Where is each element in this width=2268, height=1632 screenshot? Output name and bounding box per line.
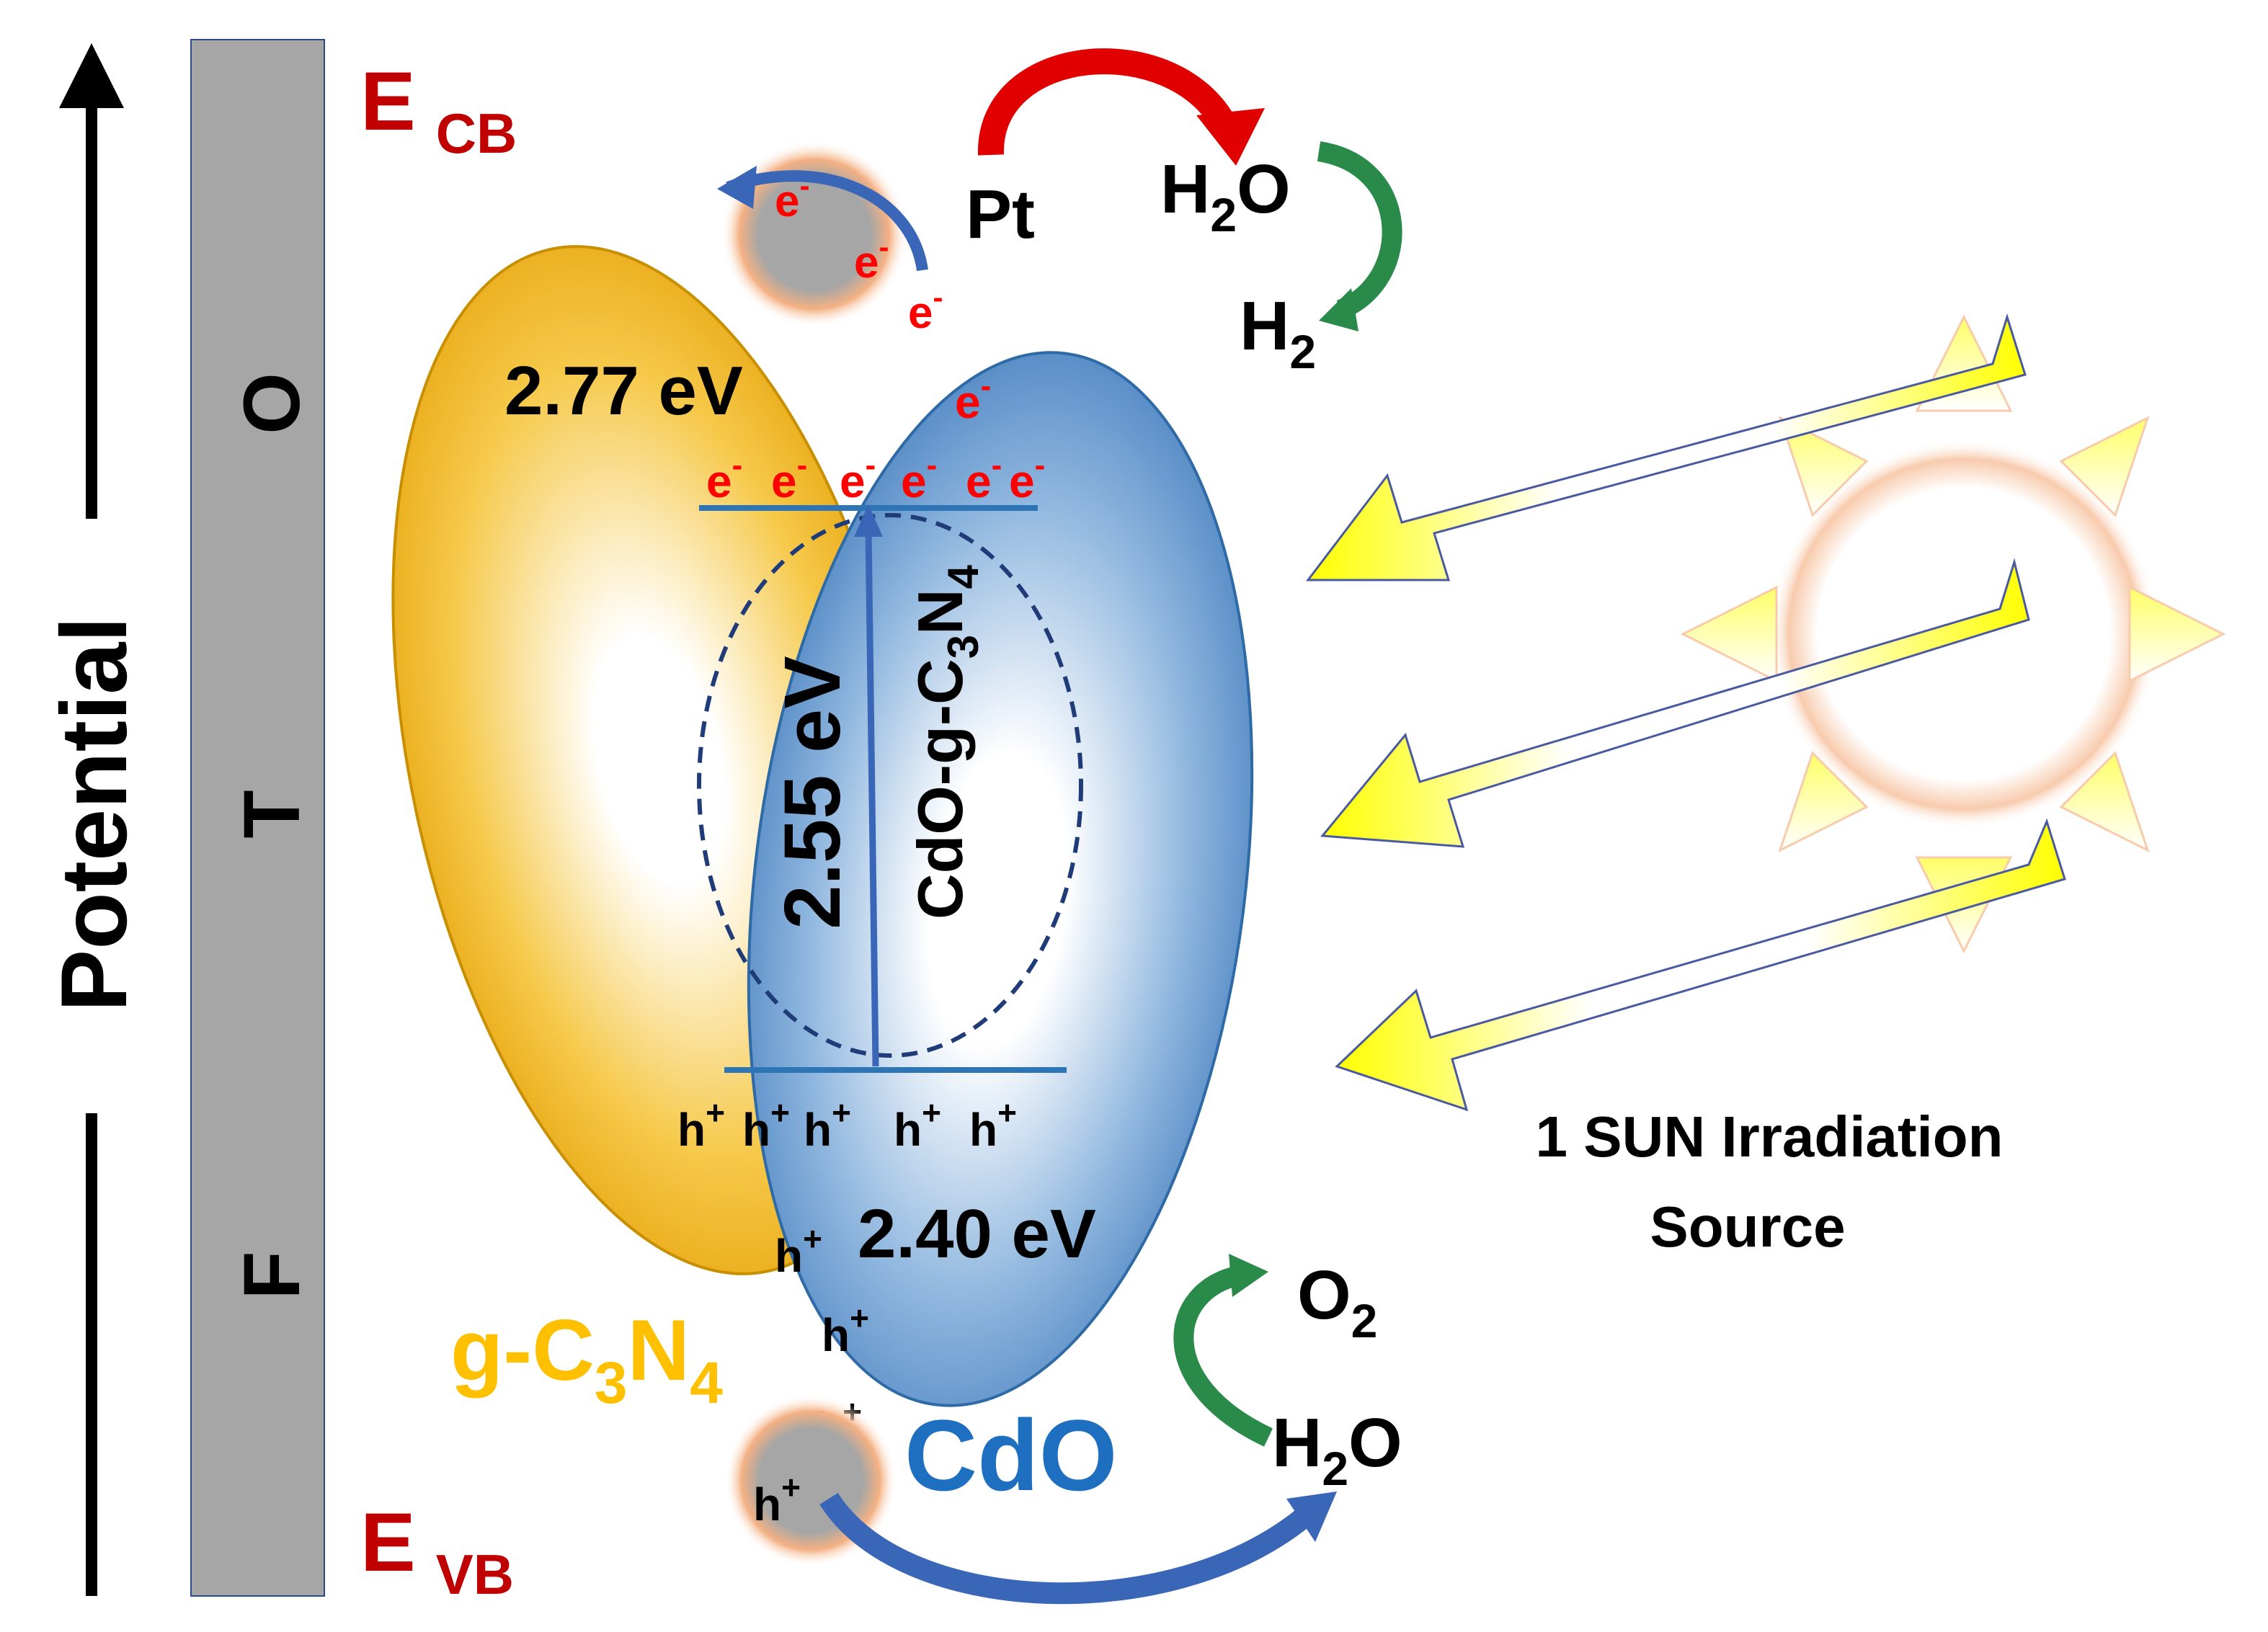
cdo-label: CdO bbox=[904, 1399, 1118, 1512]
hydrogen-label: H2 bbox=[1240, 287, 1316, 378]
hole: h+ bbox=[822, 1299, 869, 1361]
green-arrow-h2o-to-h2-icon bbox=[1317, 141, 1402, 319]
potential-axis-arrowhead-icon bbox=[59, 43, 124, 108]
green-arrow-h2o-to-o2-icon bbox=[1173, 1265, 1273, 1447]
fto-letter-t: T bbox=[228, 790, 316, 838]
red-arrowhead-icon bbox=[1196, 108, 1265, 166]
gc3n4-bandgap: 2.77 eV bbox=[504, 352, 743, 429]
hole: h+ bbox=[804, 1094, 851, 1156]
fto-bar bbox=[190, 39, 325, 1597]
electron: e- bbox=[966, 447, 1002, 507]
green-arrowhead-o2-icon bbox=[1229, 1254, 1268, 1297]
potential-axis-label: Potential bbox=[41, 617, 146, 1012]
composite-label-p1: CdO-g-C bbox=[904, 659, 976, 919]
electron-transfer-arrowhead-icon bbox=[717, 166, 757, 209]
gc3n4-label-s1: 3 bbox=[595, 1350, 628, 1416]
ecb-sub: CB bbox=[436, 102, 517, 165]
blue-oxidation-arrow-icon bbox=[819, 1492, 1312, 1605]
hole: h+ bbox=[969, 1094, 1017, 1156]
electron: e- bbox=[775, 169, 809, 226]
light-beam-arrow-icon bbox=[1335, 818, 2066, 1112]
composite-label-p2: N bbox=[904, 589, 976, 635]
oxygen-label: O2 bbox=[1297, 1257, 1377, 1347]
composite-bandgap: 2.55 eV bbox=[768, 656, 857, 929]
electron: e- bbox=[840, 447, 876, 507]
ecb-main: E bbox=[360, 55, 416, 148]
cdo-ellipse bbox=[747, 351, 1254, 1407]
pt-particle: e- e- e- Pt bbox=[717, 141, 1035, 338]
light-source-line2: Source bbox=[1650, 1195, 1845, 1259]
potential-axis: Potential bbox=[41, 43, 146, 1596]
composite-label-s1: 3 bbox=[939, 635, 987, 659]
evb-label: E VB bbox=[360, 1497, 514, 1606]
excitation-arrowhead-icon bbox=[854, 504, 883, 537]
light-beam-arrow-icon bbox=[1320, 558, 2030, 848]
composite-label: CdO-g-C3N4 bbox=[904, 564, 987, 919]
light-source-line1: 1 SUN Irradiation bbox=[1535, 1105, 2003, 1169]
evb-main: E bbox=[360, 1497, 416, 1589]
hole: h+ bbox=[742, 1094, 790, 1156]
electron: e- bbox=[854, 230, 889, 287]
composite-label-s2: 4 bbox=[939, 564, 987, 589]
cdo-bandgap: 2.40 eV bbox=[858, 1195, 1096, 1272]
water-top-label: H2O bbox=[1160, 151, 1291, 241]
hole: h+ bbox=[894, 1094, 941, 1156]
electron: e- bbox=[901, 447, 937, 507]
composite-dashed-ellipse bbox=[697, 513, 1083, 1058]
green-arrowhead-h2-icon bbox=[1319, 288, 1358, 331]
fto-substrate: F T O bbox=[190, 39, 325, 1597]
electron: e- bbox=[1009, 447, 1045, 507]
electron: e- bbox=[955, 368, 991, 428]
light-beams bbox=[1305, 313, 2066, 1112]
red-curved-arrow-icon bbox=[977, 48, 1237, 156]
ecb-label: E CB bbox=[360, 55, 517, 165]
gc3n4-label-s2: 4 bbox=[690, 1350, 723, 1416]
evb-sub: VB bbox=[436, 1543, 514, 1606]
cb-electrons: e- e- e- e- e- e- e- bbox=[706, 368, 1045, 507]
gc3n4-label-p1: g-C bbox=[450, 1302, 595, 1399]
electron: e- bbox=[771, 447, 807, 507]
hole: h+ bbox=[753, 1468, 801, 1530]
gc3n4-label: g-C3N4 bbox=[450, 1302, 723, 1416]
fto-letter-o: O bbox=[228, 373, 316, 434]
light-beam-arrow-icon bbox=[1305, 313, 2027, 581]
electron: e- bbox=[706, 447, 742, 507]
fto-letter-f: F bbox=[228, 1251, 316, 1299]
hole: h+ bbox=[775, 1220, 822, 1282]
water-bottom-label: H2O bbox=[1272, 1404, 1402, 1495]
pt-label: Pt bbox=[966, 176, 1035, 253]
blue-oxidation-arrowhead-icon bbox=[1286, 1491, 1337, 1542]
hole: h+ bbox=[677, 1094, 725, 1156]
excitation-arrow bbox=[865, 529, 879, 1067]
gc3n4-label-p2: N bbox=[628, 1302, 690, 1399]
electron: e- bbox=[908, 280, 943, 338]
electron-transfer-arrow-icon bbox=[726, 170, 928, 272]
